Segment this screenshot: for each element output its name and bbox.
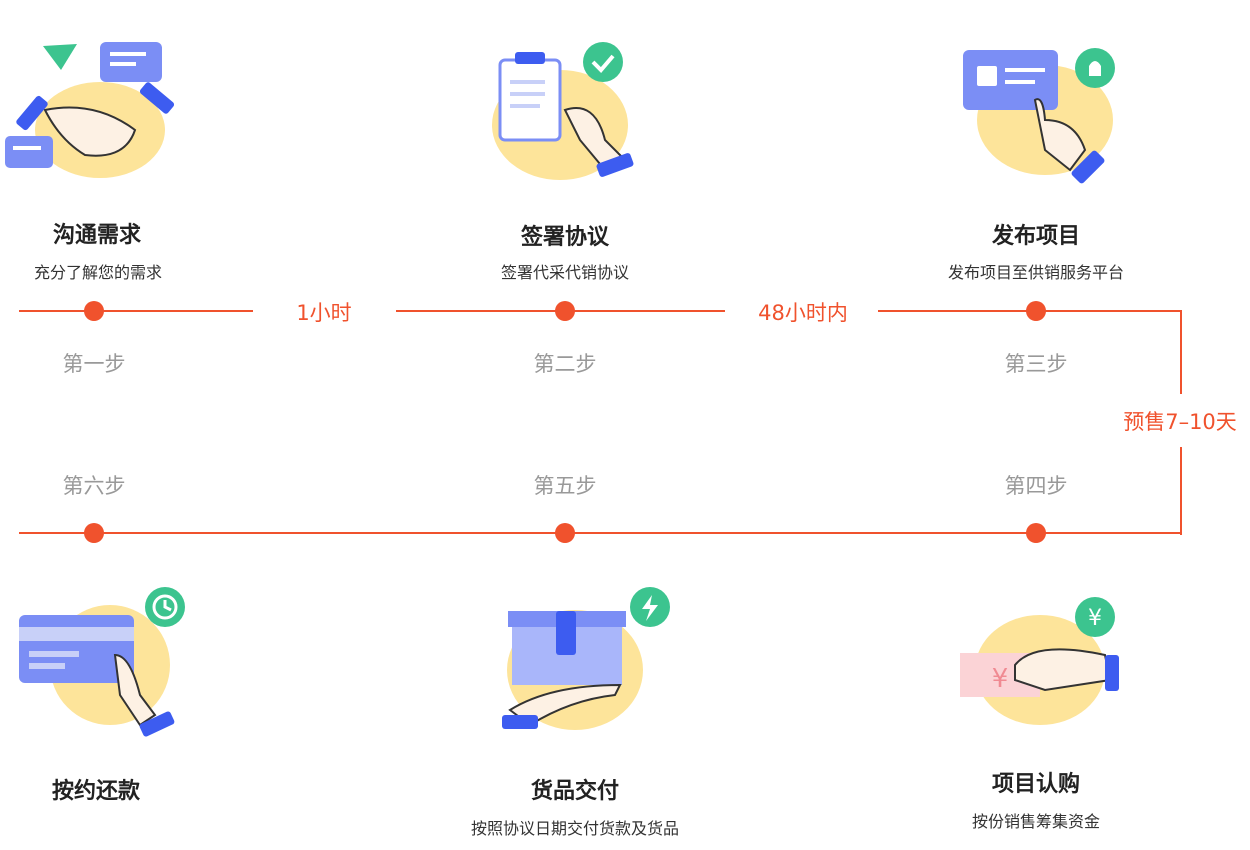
duration-label: 1小时 (296, 301, 352, 325)
svg-text:¥: ¥ (992, 664, 1009, 694)
step-desc: 充分了解您的需求 (33, 263, 162, 282)
step-title: 签署协议 (520, 225, 609, 250)
timeline-segment (19, 532, 1182, 534)
publish-card-icon (963, 48, 1115, 184)
step-dot (84, 523, 104, 543)
svg-text:¥: ¥ (1088, 606, 1102, 631)
step-label: 第四步 (1004, 474, 1068, 498)
step-dot (84, 301, 104, 321)
step-label: 第二步 (533, 352, 597, 376)
step-title: 项目认购 (991, 772, 1080, 797)
timeline-segment (1180, 310, 1182, 394)
duration-label: 48小时内 (758, 301, 848, 325)
step-title: 发布项目 (991, 224, 1080, 249)
step-dot (1026, 523, 1046, 543)
box-hand-icon (502, 587, 670, 730)
step-label: 第一步 (62, 352, 126, 376)
step-dot (555, 523, 575, 543)
money-hand-icon: ¥ ¥ (960, 597, 1119, 725)
timeline-segment (19, 310, 253, 312)
step-dot (555, 301, 575, 321)
step-desc: 发布项目至供销服务平台 (947, 263, 1124, 282)
step-title: 货品交付 (530, 779, 619, 804)
step-title: 按约还款 (51, 779, 140, 804)
step-label: 第六步 (62, 474, 126, 498)
clipboard-sign-icon (492, 42, 634, 180)
handshake-icon (5, 42, 175, 178)
step-desc: 按份销售筹集资金 (971, 812, 1100, 831)
duration-label: 预售7–10天 (1123, 410, 1237, 434)
step-title: 沟通需求 (52, 223, 141, 248)
step-label: 第五步 (533, 474, 597, 498)
step-dot (1026, 301, 1046, 321)
step-desc: 签署代采代销协议 (500, 263, 629, 282)
step-label: 第三步 (1004, 352, 1068, 376)
step-desc: 按照协议日期交付货款及货品 (470, 819, 679, 838)
timeline-segment (1180, 447, 1182, 535)
card-hand-icon (19, 587, 185, 737)
